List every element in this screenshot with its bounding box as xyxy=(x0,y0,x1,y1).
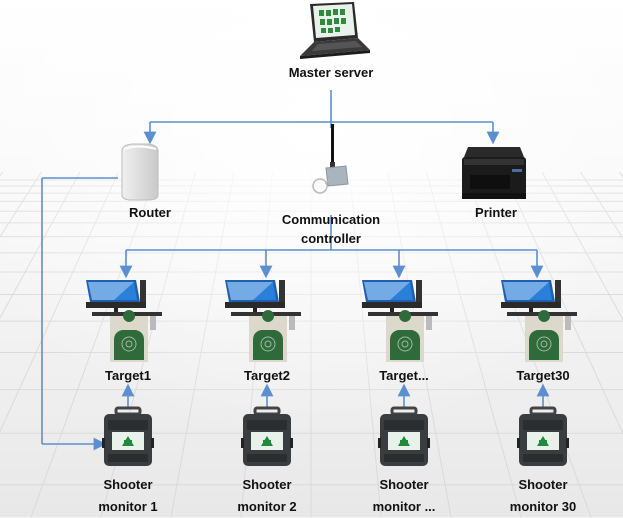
shooter-monitor-label-line2: monitor ... xyxy=(349,496,459,518)
controller-label-line2: controller xyxy=(256,229,406,248)
master-server-label: Master server xyxy=(271,63,391,83)
shooter-monitor-icon xyxy=(378,408,430,472)
shooter-monitor-label-line2: monitor 30 xyxy=(488,496,598,518)
target-unit-icon xyxy=(360,276,448,366)
target-label: Target30 xyxy=(493,366,593,386)
communication-controller-label: Communication controller xyxy=(256,210,406,248)
controller-label-line1: Communication xyxy=(256,210,406,229)
shooter-monitor-icon xyxy=(102,408,154,472)
printer-icon xyxy=(454,141,534,203)
shooter-monitor-label-line1: Shooter xyxy=(212,474,322,496)
target-label: Target1 xyxy=(78,366,178,386)
shooter-monitor-icon xyxy=(517,408,569,472)
shooter-monitor-label-line1: Shooter xyxy=(73,474,183,496)
target-unit-icon xyxy=(84,276,172,366)
antenna-icon xyxy=(308,124,358,208)
printer-label: Printer xyxy=(456,203,536,223)
shooter-monitor-icon xyxy=(241,408,293,472)
shooter-monitor-label-line1: Shooter xyxy=(488,474,598,496)
target-unit-icon xyxy=(223,276,311,366)
target-unit-icon xyxy=(499,276,587,366)
shooter-monitor-label-line2: monitor 1 xyxy=(73,496,183,518)
laptop-icon xyxy=(292,2,372,60)
target-label: Target2 xyxy=(217,366,317,386)
shooter-monitor-label-line1: Shooter xyxy=(349,474,459,496)
shooter-monitor-label-line2: monitor 2 xyxy=(212,496,322,518)
target-label: Target... xyxy=(354,366,454,386)
router-label: Router xyxy=(110,203,190,223)
router-icon xyxy=(118,143,160,201)
